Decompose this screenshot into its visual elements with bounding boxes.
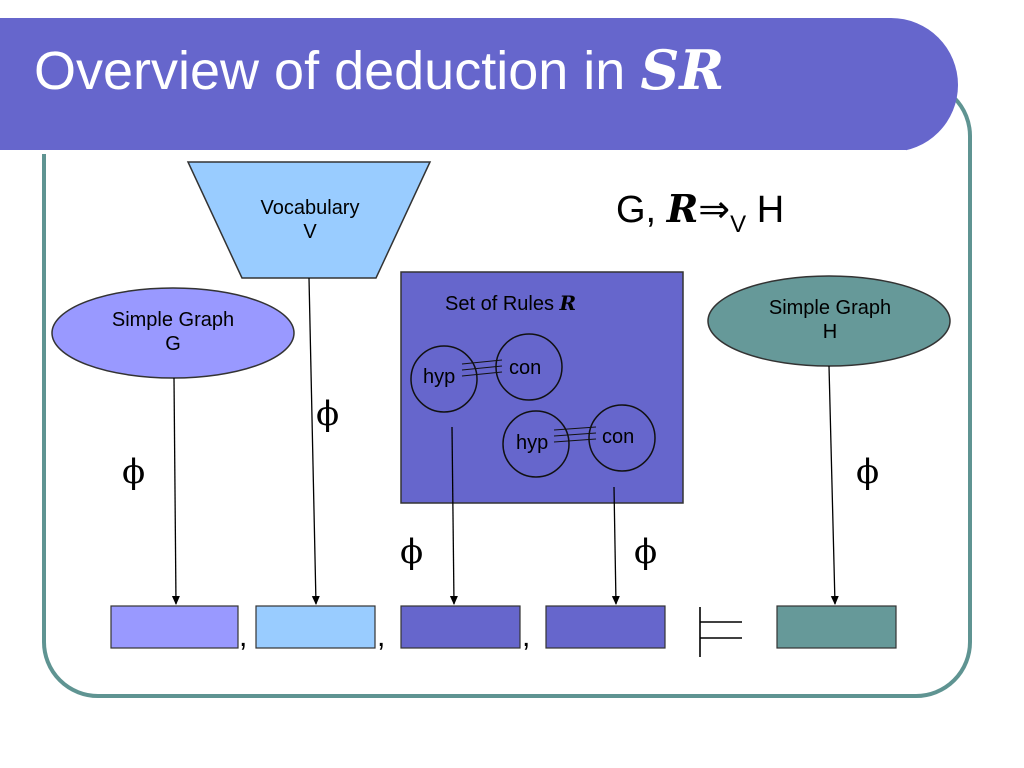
rules-box — [400, 271, 684, 504]
arrow-h — [828, 365, 839, 605]
phi-h: ϕ — [856, 452, 880, 492]
rule2-hyp-label: hyp — [516, 432, 549, 454]
slide-title-script: SR — [640, 38, 725, 102]
formula: G, R⇒V H — [616, 186, 784, 239]
rule2-con-label: con — [602, 426, 635, 448]
entails-symbol — [699, 607, 742, 657]
graph-g-label-line1: Simple Graph — [111, 309, 235, 331]
translated-rule1-box — [400, 605, 521, 649]
vocabulary-label-line1: Vocabulary — [260, 197, 360, 219]
rule2-link — [553, 426, 597, 443]
rule1-hyp-label: hyp — [423, 366, 456, 388]
translated-vocabulary-box — [255, 605, 376, 649]
separator-comma: , — [377, 620, 386, 653]
rule2-hyp-circle — [502, 410, 570, 478]
title-bar — [0, 18, 958, 154]
separator-comma: , — [522, 620, 531, 653]
formula-left: G, — [616, 189, 667, 231]
vocabulary-label: Vocabulary V — [230, 196, 390, 244]
translated-h-box — [776, 605, 897, 649]
rules-label-text: Set of Rules — [445, 293, 560, 315]
slide-title-text: Overview of deduction in — [34, 41, 641, 101]
phi-vocabulary: ϕ — [316, 394, 340, 434]
translated-rule2-box — [545, 605, 666, 649]
rule1-con-label: con — [509, 357, 542, 379]
graph-g-label: Simple Graph G — [83, 308, 263, 356]
formula-right: H — [746, 189, 785, 231]
phi-g: ϕ — [122, 452, 146, 492]
translated-g-box — [110, 605, 239, 649]
graph-h-label: Simple Graph H — [740, 296, 920, 344]
phi-rule1: ϕ — [400, 532, 424, 572]
vocabulary-shape — [186, 161, 432, 279]
separator-comma: , — [239, 620, 248, 653]
rule1-link — [461, 359, 503, 377]
graph-g-label-line2: G — [165, 333, 181, 355]
arrow-rule2 — [611, 486, 620, 605]
rules-label: Set of Rules R — [445, 291, 576, 316]
formula-arrow: ⇒ — [698, 187, 731, 231]
graph-g-shape — [51, 287, 295, 379]
graph-h-label-line2: H — [822, 321, 838, 343]
phi-rule2: ϕ — [634, 532, 658, 572]
arrow-vocabulary — [308, 277, 320, 605]
title-underline — [0, 150, 906, 154]
graph-h-label-line1: Simple Graph — [768, 297, 892, 319]
rule1-hyp-circle — [410, 345, 478, 413]
arrow-rule1 — [449, 426, 458, 605]
arrow-g — [171, 377, 180, 605]
rule2-con-circle — [588, 404, 656, 472]
vocabulary-label-line2: V — [303, 221, 317, 243]
formula-script: R — [666, 186, 699, 231]
slide-title: Overview of deduction in SR — [34, 38, 724, 102]
rules-label-script: R — [559, 291, 577, 315]
formula-subscript: V — [730, 211, 747, 238]
